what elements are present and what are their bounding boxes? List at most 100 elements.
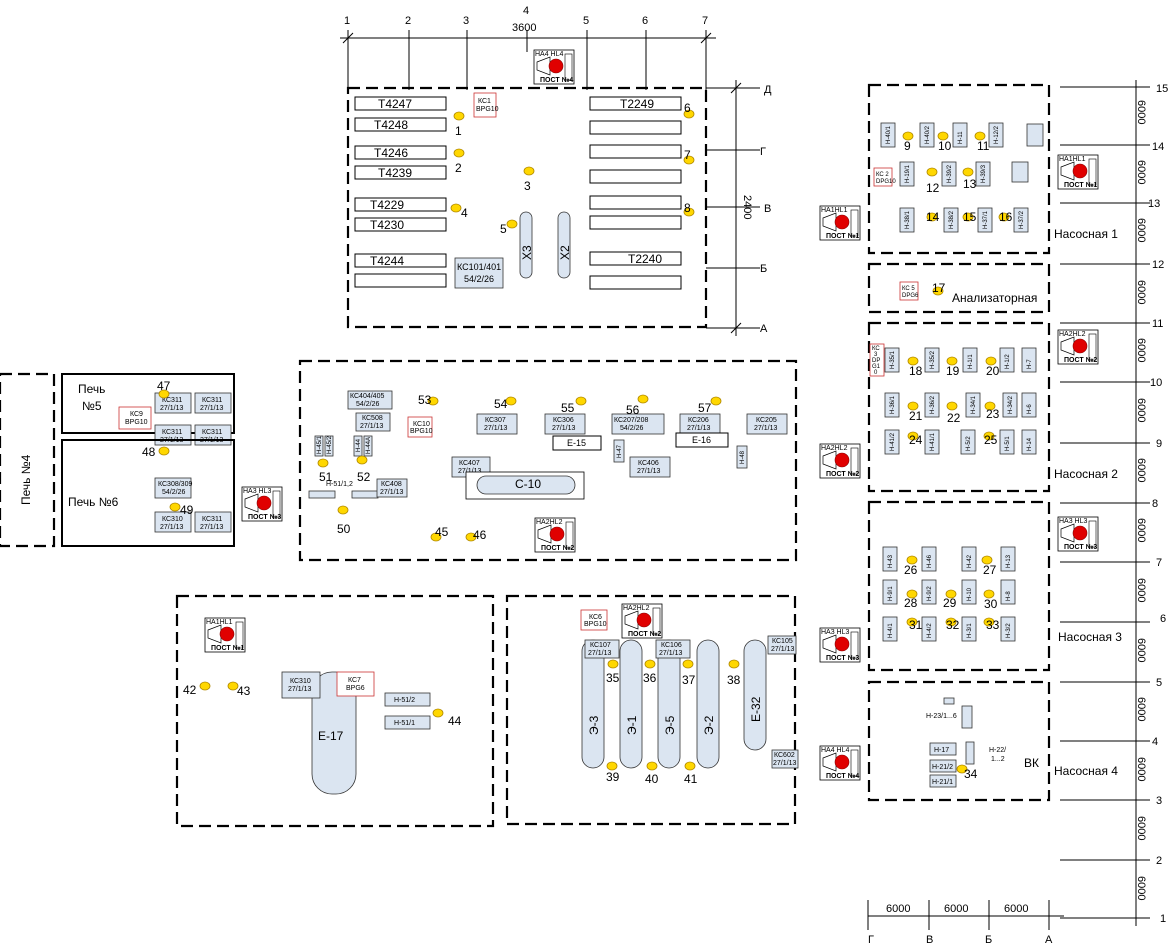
pump3-1: Н-46	[927, 554, 933, 568]
axis-v: В	[764, 203, 771, 215]
kc308-sub: 54/2/26	[162, 489, 185, 496]
kc311-c: КС311	[162, 429, 182, 436]
top-axis-grid: 1 2 3 4 3600 5 6 7 Д Г В Б А 2400	[340, 5, 772, 336]
h511: Н-51/1	[394, 720, 415, 727]
raxis-13: 13	[1148, 198, 1160, 210]
kc311-a-sub: 27/1/13	[160, 405, 183, 412]
sensor-dot-38	[728, 659, 740, 669]
sensor-dot-40	[646, 761, 658, 771]
sensor-label-40: 40	[645, 772, 659, 786]
sensor-label-27: 27	[983, 563, 997, 577]
sensor-label-56: 56	[626, 403, 640, 417]
sensor-label-10: 10	[938, 139, 952, 153]
tank-4239: Т4239	[378, 166, 412, 180]
sensor-dot-26	[906, 555, 918, 565]
post3-left-label: ПОСТ №3	[248, 513, 281, 521]
post1-mid-name: НА1HL1	[821, 207, 848, 214]
sensor-dot-27	[981, 555, 993, 565]
pump3-0: Н-43	[888, 554, 894, 568]
kc508-sub: 27/1/13	[360, 423, 383, 430]
sensor-dot-53	[427, 396, 439, 406]
right-axis-grid: 15 14 13 12 11 10 9 8 7 6 5 4 3 2 1 6000…	[867, 80, 1168, 946]
post2-mid-label: ПОСТ №2	[826, 470, 859, 478]
axis-b: Б	[760, 263, 767, 275]
post1-lower-label: ПОСТ №1	[211, 644, 244, 652]
kc3-c: DP	[872, 358, 880, 364]
sensor-dot-14	[926, 212, 938, 222]
sensor-dot-20	[985, 356, 997, 366]
axis-4: 4	[523, 5, 529, 17]
sensor-dot-56	[637, 394, 649, 404]
sensor-dot-1	[453, 111, 465, 121]
pump3-5: Н-9/2	[927, 586, 933, 601]
rdim-10: 6000	[1135, 638, 1147, 662]
sensor-label-18: 18	[909, 364, 923, 378]
post1-lower-name: НА1HL1	[206, 619, 233, 626]
sensor-dot-55	[575, 396, 587, 406]
sensor-dot-11	[974, 131, 986, 141]
sensor-dot-25	[983, 431, 995, 441]
sensor-label-2: 2	[455, 161, 462, 175]
raxis-5: 5	[1156, 677, 1162, 689]
sensor-label-37: 37	[682, 673, 696, 687]
sensor-dot-45	[430, 532, 442, 542]
sensor-label-29: 29	[943, 596, 957, 610]
sensor-dot-52	[356, 455, 368, 465]
sensor-dot-51	[317, 458, 329, 468]
sensor-label-31: 31	[909, 618, 923, 632]
kc310-sub: 27/1/13	[160, 524, 183, 531]
kc311-d: КС311	[202, 429, 222, 436]
pump2-10: Н-41/2	[890, 432, 896, 451]
kc101-sub: 54/2/26	[464, 274, 494, 284]
post3-mid-name: НА3 HL3	[821, 629, 850, 636]
tank-2249: Т2249	[620, 97, 654, 111]
kc205-label: КС205	[756, 417, 777, 424]
pump2-9: Н-6	[1027, 404, 1033, 414]
sensor-label-1: 1	[455, 124, 462, 138]
post2-lower-name: НА2HL2	[623, 605, 650, 612]
h47: Н-47	[617, 444, 623, 458]
sensor-dot-42	[199, 681, 211, 691]
rdim-1: 6000	[1135, 100, 1147, 124]
kc6-type: BPG10	[584, 621, 607, 628]
side-dim: 2400	[741, 195, 753, 219]
kc404-label: КС404/405	[350, 393, 384, 400]
sensor-dot-21	[907, 401, 919, 411]
post2-mid-name: НА2HL2	[821, 445, 848, 452]
rdim-4: 6000	[1135, 280, 1147, 304]
rdim-11: 6000	[1135, 697, 1147, 721]
pump1-8: Н-38/2	[949, 210, 955, 229]
kc106-sub: 27/1/13	[659, 650, 682, 657]
axis-a: А	[760, 323, 768, 335]
sensor-dot-10	[937, 131, 949, 141]
sensor-label-35: 35	[606, 671, 620, 685]
sensor-label-26: 26	[904, 563, 918, 577]
sensor-label-36: 36	[643, 671, 657, 685]
sensor-label-20: 20	[986, 364, 1000, 378]
kc5-type: DPG6	[902, 293, 919, 299]
kc307-sub: 27/1/13	[484, 425, 507, 432]
kc311-b-sub: 27/1/13	[200, 405, 223, 412]
pump2-14: Н-14	[1027, 437, 1033, 451]
sensor-dot-17	[932, 286, 944, 296]
sensor-label-25: 25	[984, 433, 998, 447]
pump2-7: Н-34/1	[971, 395, 977, 414]
vk-room: ВК	[1024, 756, 1039, 770]
furnace-5-a: Печь	[78, 382, 105, 396]
kc206-label: КС206	[688, 417, 709, 424]
sensor-dot-43	[227, 681, 239, 691]
kc105-label: КС105	[772, 638, 793, 645]
sensor-dot-36	[644, 659, 656, 669]
pump2-3: Н-1/2	[1005, 354, 1011, 369]
sensor-dot-37	[682, 659, 694, 669]
axis-d: Д	[764, 84, 772, 96]
pump1-3: Н-12/2	[994, 125, 1000, 144]
post1-mid-label: ПОСТ №1	[826, 232, 859, 240]
rdim-7: 6000	[1135, 458, 1147, 482]
pump2-0: Н-35/1	[890, 350, 896, 369]
h23: Н-23/1...6	[926, 713, 957, 720]
kc306-sub: 27/1/13	[552, 425, 575, 432]
kc310-lower-label: КС310	[290, 678, 311, 685]
kc10-type: BPG10	[410, 428, 433, 435]
